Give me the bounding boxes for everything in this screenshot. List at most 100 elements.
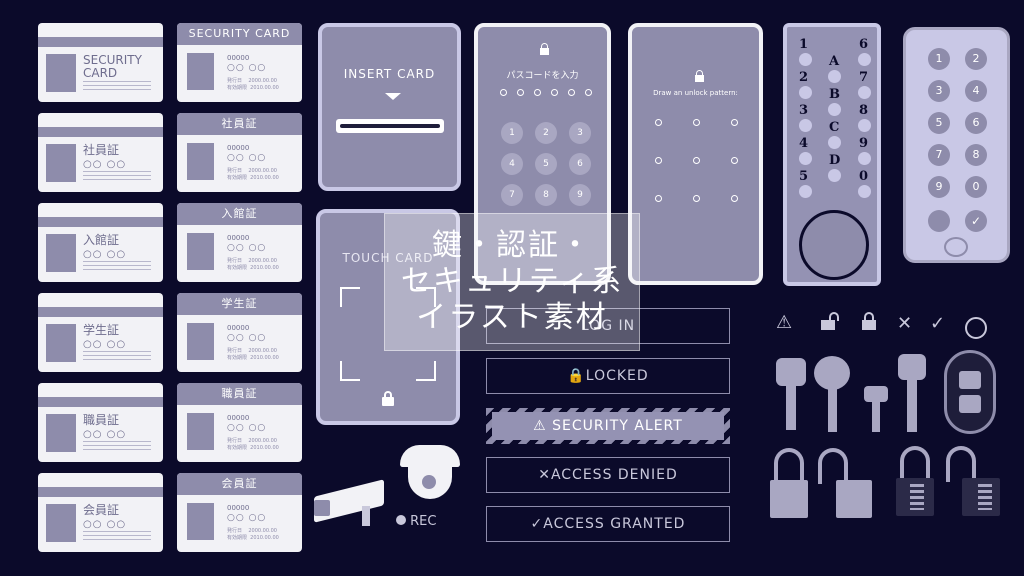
keypad-button[interactable] [828,70,841,83]
keypad-button[interactable] [858,185,871,198]
id-card[interactable]: 入館証○○ ○○ [38,203,163,282]
security-alert-bar[interactable]: ⚠ SECURITY ALERT [486,408,730,444]
warning-icon: ⚠ [533,418,553,434]
pattern-dot[interactable] [693,157,700,164]
badge-dates: 発行日 2000.00.00 有効期限 2010.00.00 [227,438,279,451]
locked-label: LOCKED [585,368,649,384]
passcode-key[interactable]: 1 [501,122,523,144]
digital-lock-key[interactable]: 8 [965,144,987,166]
id-card[interactable]: 職員証○○ ○○ [38,383,163,462]
scan-frame [340,287,436,381]
cross-icon: ✕ [897,313,913,334]
profile-photo [46,324,76,362]
pattern-dot[interactable] [655,195,662,202]
passcode-key[interactable]: 2 [535,122,557,144]
id-card[interactable]: 社員証○○ ○○ [38,113,163,192]
badge-card-title: 入館証 [177,203,302,225]
id-card[interactable]: SECURITY CARD [38,23,163,102]
keypad-letter: C [829,120,840,135]
id-card[interactable]: 学生証 ○○ ○○ [38,293,163,372]
id-card[interactable]: 会員証○○ ○○ [38,473,163,552]
keypad-button[interactable] [828,169,841,182]
id-card-title: 学生証 [83,323,120,337]
id-card-name: ○○ ○○ [83,159,127,170]
smart-key-fob-icon[interactable] [944,350,996,434]
keypad-number: 6 [859,37,869,52]
open-padlock-icon [818,448,872,518]
badge-dates: 発行日 2000.00.00 有効期限 2010.00.00 [227,258,279,271]
access-granted-bar[interactable]: ✓ACCESS GRANTED [486,506,730,542]
pattern-dot[interactable] [655,119,662,126]
keypad-button[interactable] [858,119,871,132]
checkmark-button-icon[interactable]: ✓ [965,210,987,232]
access-denied-bar[interactable]: ✕ACCESS DENIED [486,457,730,493]
pattern-dot[interactable] [693,195,700,202]
keypad-button[interactable] [799,185,812,198]
security-camera-icon [312,478,392,528]
warning-icon: ⚠ [776,312,793,333]
keypad-button[interactable] [858,86,871,99]
profile-photo [46,54,76,92]
unlock-icon [821,312,839,330]
pattern-dot[interactable] [731,157,738,164]
pattern-dot[interactable] [731,119,738,126]
digital-lock-key[interactable]: 0 [965,176,987,198]
digital-lock-key[interactable]: 6 [965,112,987,134]
digital-lock-key[interactable]: 2 [965,48,987,70]
keypad-letter: A [829,54,840,69]
passcode-key[interactable]: 8 [535,184,557,206]
badge-dates: 発行日 2000.00.00 有効期限 2010.00.00 [227,348,279,361]
lock-icon [695,70,704,82]
digital-lock-key[interactable]: 7 [928,144,950,166]
digital-lock-key[interactable]: 4 [965,80,987,102]
keypad-button[interactable] [828,103,841,116]
passcode-key[interactable]: 7 [501,184,523,206]
keypad-number: 0 [859,169,869,184]
digital-lock-key[interactable]: 1 [928,48,950,70]
card-slot[interactable] [336,119,444,133]
touch-card-panel[interactable]: TOUCH CARD [316,209,460,425]
keypad-button[interactable] [799,119,812,132]
door-knob[interactable] [799,210,869,280]
locked-bar[interactable]: 🔒LOCKED [486,358,730,394]
keypad-number: 4 [799,136,809,151]
keypad-button[interactable] [828,136,841,149]
passcode-key[interactable]: 5 [535,153,557,175]
digital-lock-key[interactable]: 5 [928,112,950,134]
pattern-dot[interactable] [655,157,662,164]
keypad-button[interactable] [858,152,871,165]
id-card-title: SECURITY CARD [83,53,142,80]
keypad-button[interactable] [799,152,812,165]
keypad-button[interactable] [799,86,812,99]
keypad-number: 1 [799,37,809,52]
fingerprint-icon[interactable] [944,237,968,257]
badge-number: 00000 [227,234,250,242]
passcode-key[interactable]: 4 [501,153,523,175]
passcode-key[interactable]: 6 [569,153,591,175]
record-dot-icon [396,515,406,525]
id-card-title: 職員証 [83,413,120,427]
passcode-key[interactable]: 3 [569,122,591,144]
keypad-button[interactable] [858,53,871,66]
keypad-button[interactable] [799,53,812,66]
login-bar[interactable]: LOG IN [486,308,730,344]
passcode-dot [500,89,507,96]
lock-button-icon[interactable] [928,210,950,232]
passcode-key[interactable]: 9 [569,184,591,206]
pattern-dot[interactable] [731,195,738,202]
digital-lock-key[interactable]: 3 [928,80,950,102]
digital-lock-key[interactable]: 9 [928,176,950,198]
id-card-name: ○○ ○○ [83,339,127,350]
badge-card-title: 社員証 [177,113,302,135]
profile-photo [187,503,214,540]
insert-card-label: INSERT CARD [343,67,436,81]
pattern-dot[interactable] [693,119,700,126]
id-card-title: 会員証 [83,503,120,517]
keypad-number: 9 [859,136,869,151]
